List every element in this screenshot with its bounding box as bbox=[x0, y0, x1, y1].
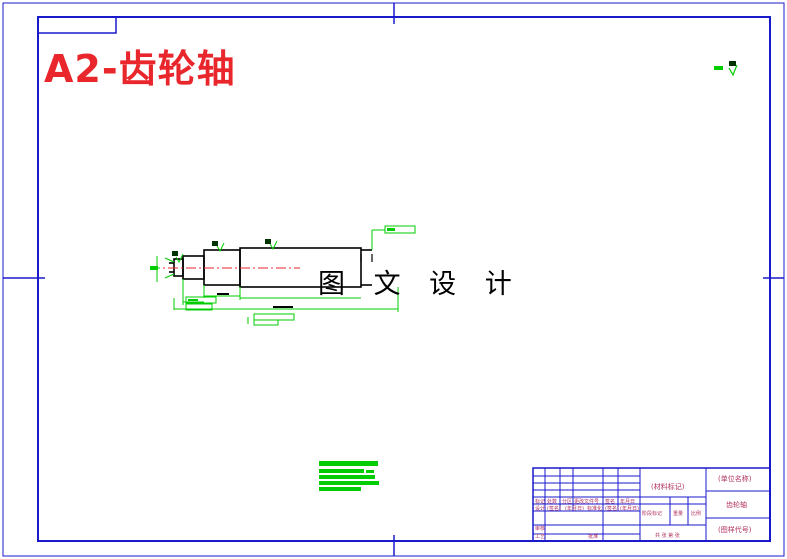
part-name: 齿轮轴 bbox=[726, 501, 747, 509]
tb-label-standard: 标准化 bbox=[587, 506, 603, 512]
inner-frame bbox=[37, 16, 771, 542]
roughness-marks-shaft bbox=[172, 239, 278, 264]
code-box bbox=[37, 16, 117, 34]
company-name: (单位名称) bbox=[718, 475, 752, 483]
tb-label-date: 年月日 bbox=[620, 499, 636, 505]
technical-requirements bbox=[319, 461, 379, 491]
tb-label-design: 设计 bbox=[535, 506, 546, 512]
tb-label-design-sign: (签名) bbox=[547, 506, 561, 512]
tb-label-weight: 重量 bbox=[673, 511, 684, 517]
tb-label-mark: 标记 bbox=[535, 499, 546, 505]
tb-label-count: 处数 bbox=[547, 499, 558, 505]
material-mark: (材料标记) bbox=[651, 483, 685, 491]
tb-label-change: 更改文件号 bbox=[574, 499, 600, 505]
tb-label-zone: 分区 bbox=[562, 499, 573, 505]
shaft-keyway bbox=[360, 254, 373, 262]
tb-label-sign: 签名 bbox=[605, 499, 616, 505]
tb-label-review: 审核 bbox=[535, 526, 546, 532]
roughness-symbol bbox=[714, 61, 738, 77]
centering-marks bbox=[3, 3, 784, 556]
tb-label-scale: 比例 bbox=[691, 511, 702, 517]
tb-label-approve: 批准 bbox=[588, 534, 599, 540]
title-block bbox=[532, 467, 771, 542]
drawing-code: (图样代号) bbox=[718, 526, 752, 534]
watermark-text: 图 文 设 计 bbox=[318, 269, 522, 300]
tb-label-standard-sign: (签名) bbox=[605, 506, 619, 512]
tb-label-design-date: (年月日) bbox=[565, 506, 584, 512]
drawing-title: A2-齿轮轴 bbox=[44, 47, 236, 91]
tb-label-sheets: 共 张 第 张 bbox=[655, 533, 680, 539]
dimension-boxes bbox=[150, 225, 416, 326]
dimension-text-marks bbox=[217, 293, 293, 308]
tb-label-standard-date: (年月日) bbox=[620, 506, 639, 512]
tb-label-process: 工艺 bbox=[535, 534, 546, 540]
tb-label-stage: 阶段标记 bbox=[642, 511, 663, 517]
